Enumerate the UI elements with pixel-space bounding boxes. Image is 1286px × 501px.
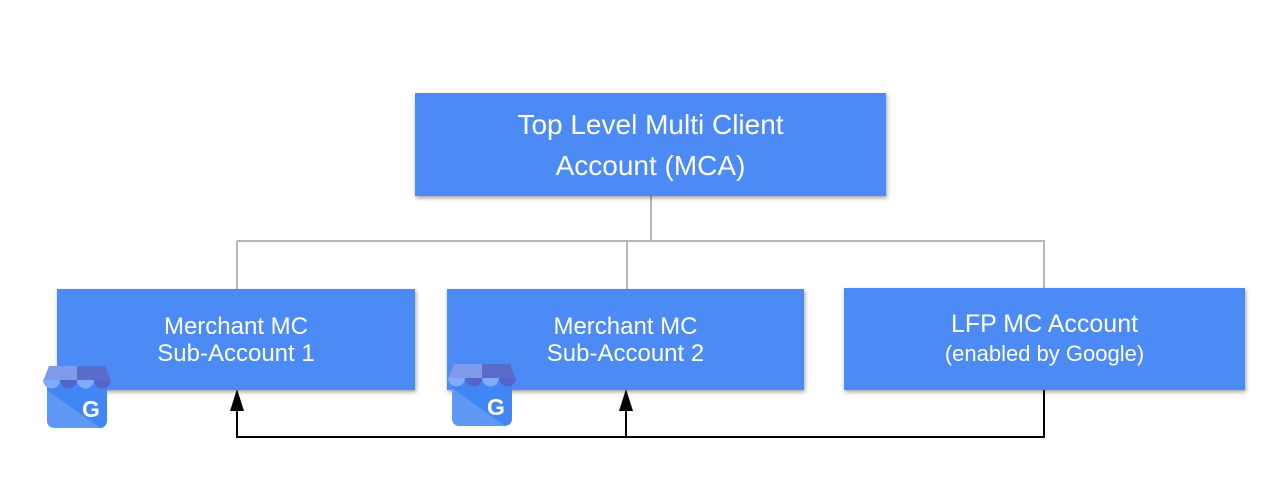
- node-label-line: Merchant MC: [553, 312, 698, 340]
- google-business-profile-icon: G: [43, 366, 111, 428]
- feed-flow-line: [236, 390, 1045, 438]
- node-label-line: LFP MC Account: [950, 310, 1139, 338]
- arrowhead-to-sub-account-1: [230, 389, 244, 411]
- node-lfp-mc-account: LFP MC Account (enabled by Google): [844, 288, 1245, 390]
- node-merchant-sub-account-1: Merchant MC Sub-Account 1: [57, 289, 415, 390]
- node-label-line: Sub-Account 2: [546, 339, 705, 367]
- arrowhead-to-sub-account-2: [619, 389, 633, 411]
- node-label-line: (enabled by Google): [944, 341, 1145, 366]
- node-top-level-mca: Top Level Multi Client Account (MCA): [415, 93, 886, 196]
- node-merchant-sub-account-2: Merchant MC Sub-Account 2: [447, 289, 804, 390]
- tree-connector-line: [236, 196, 1045, 289]
- google-business-profile-icon: G: [448, 364, 516, 426]
- node-label-line: Sub-Account 1: [157, 339, 315, 367]
- node-label-line: Merchant MC: [163, 312, 309, 340]
- node-label-line: Account (MCA): [555, 149, 746, 181]
- node-label-line: Top Level Multi Client: [517, 108, 784, 140]
- google-g-letter: G: [487, 394, 505, 420]
- google-g-letter: G: [82, 396, 100, 422]
